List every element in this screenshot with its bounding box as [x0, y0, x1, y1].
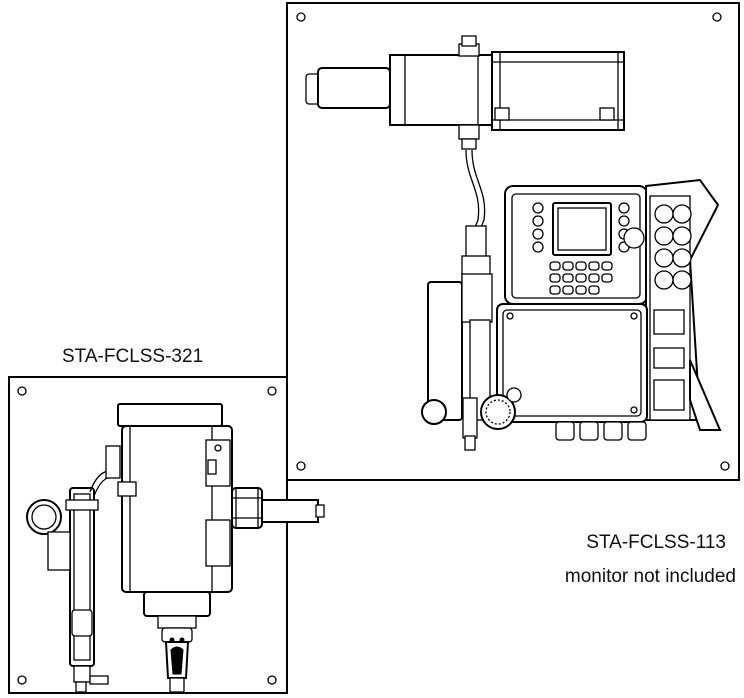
- side-probe: [231, 487, 325, 529]
- tubing: [471, 149, 486, 231]
- bottom-valve: [161, 627, 193, 693]
- flow-cell: [421, 273, 493, 451]
- mounting-hole: [267, 675, 277, 685]
- mounting-hole: [17, 386, 27, 396]
- flow-cell-small: [26, 487, 109, 693]
- tube-fitting: [465, 225, 487, 259]
- panel-sta-fclss-113: [286, 2, 740, 481]
- mounting-hole: [296, 461, 306, 471]
- pipe-fitting: [506, 387, 522, 403]
- sensor-body-vertical: [117, 403, 233, 629]
- keypad: [549, 261, 613, 295]
- mounting-hole: [296, 12, 306, 22]
- tube-fitting-small: [117, 481, 137, 497]
- controller-housing: [504, 185, 648, 305]
- panel-sta-fclss-321: [8, 376, 325, 694]
- tube-fitting-small: [105, 445, 121, 479]
- mounting-hole: [712, 12, 722, 22]
- knob-knurl: [485, 399, 511, 425]
- mounting-hole: [17, 675, 27, 685]
- model-label-sta-fclss-113: STA-FCLSS-113: [586, 532, 726, 553]
- tubing: [465, 149, 480, 231]
- cable-glands: [555, 421, 647, 441]
- sensor-body-horizontal: [305, 35, 625, 150]
- mounting-hole: [267, 386, 277, 396]
- mounting-hole: [720, 461, 730, 471]
- monitor-note: monitor not included: [564, 566, 736, 587]
- model-label-sta-fclss-321: STA-FCLSS-321: [62, 346, 204, 367]
- junction-box: [496, 303, 648, 423]
